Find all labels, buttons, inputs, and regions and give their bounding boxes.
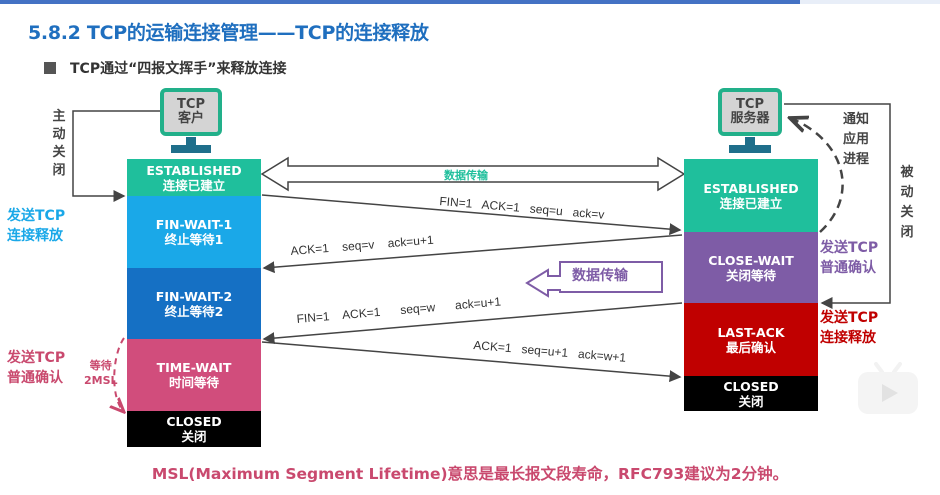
client-monitor-icon: TCP 客户	[160, 88, 222, 136]
state-cn: 关闭等待	[725, 267, 776, 283]
client-label-line2: 客户	[177, 111, 204, 126]
client-monitor-neck	[186, 137, 196, 145]
state-name: ESTABLISHED	[146, 162, 242, 178]
state-cn: 终止等待2	[164, 303, 224, 319]
subtitle-text: TCP通过“四报文挥手”来释放连接	[70, 61, 287, 77]
client-state-established: ESTABLISHED 连接已建立	[127, 159, 261, 196]
state-cn: 终止等待1	[164, 232, 224, 247]
active-close-char: 主	[52, 109, 66, 124]
message-arrow-2	[262, 234, 683, 274]
server-label-line2: 服务器	[730, 111, 770, 126]
state-cn: 时间等待	[168, 375, 219, 390]
label-line: 通知	[843, 112, 870, 127]
passive-close-char: 关	[900, 205, 914, 220]
message-arrow-3	[262, 302, 683, 345]
server-send-ack-label: 发送TCP 普通确认	[820, 238, 878, 278]
passive-close-char: 动	[900, 185, 914, 200]
server-state-established: ESTABLISHED 连接已建立	[684, 159, 818, 232]
passive-close-char: 闭	[900, 225, 914, 240]
passive-close-char: 被	[900, 165, 914, 180]
label-line: 发送TCP	[820, 310, 879, 326]
passive-close-line	[784, 103, 891, 309]
state-name: CLOSED	[166, 414, 222, 429]
footer-note: MSL(Maximum Segment Lifetime)意思是最长报文段寿命，…	[151, 465, 789, 483]
state-name: LAST-ACK	[717, 324, 785, 340]
subtitle: TCP通过“四报文挥手”来释放连接	[44, 58, 287, 78]
client-label-line1: TCP	[177, 97, 205, 112]
label-line: 发送TCP	[820, 240, 879, 256]
top-banner-right	[800, 0, 940, 4]
state-cn: 最后确认	[725, 339, 776, 355]
passive-close-label: 被 动 关 闭	[899, 163, 915, 243]
video-tv-icon[interactable]	[856, 362, 920, 416]
state-cn: 关闭	[181, 429, 207, 444]
server-label-line1: TCP	[736, 97, 764, 112]
label-line: 等待	[89, 359, 112, 372]
client-send-ack-label: 发送TCP 普通确认	[7, 348, 65, 388]
bullet-square-icon	[44, 62, 56, 74]
server-monitor-neck	[745, 137, 755, 145]
server-state-last-ack: LAST-ACK 最后确认	[684, 303, 818, 376]
message-arrow-1	[261, 194, 682, 236]
label-line: 发送TCP	[7, 208, 66, 224]
state-cn: 关闭	[738, 393, 764, 409]
label-line: 普通确认	[820, 260, 876, 276]
wait-2msl-label: 等待 2MSL	[84, 358, 118, 388]
server-send-release-label: 发送TCP 连接释放	[820, 308, 878, 348]
server-state-closed: CLOSED 关闭	[684, 376, 818, 411]
label-line: 2MSL	[84, 374, 118, 387]
state-name: CLOSED	[723, 378, 779, 394]
active-close-char: 关	[52, 145, 66, 160]
state-name: FIN-WAIT-1	[155, 217, 233, 232]
label-line: 连接释放	[820, 330, 876, 346]
message-arrow-4	[261, 341, 682, 383]
client-state-time-wait: TIME-WAIT 时间等待	[127, 339, 261, 411]
state-name: TIME-WAIT	[156, 360, 232, 375]
client-state-closed: CLOSED 关闭	[127, 411, 261, 447]
state-cn: 连接已建立	[162, 177, 226, 193]
state-cn: 连接已建立	[719, 195, 783, 211]
state-name: FIN-WAIT-2	[155, 288, 233, 304]
page-title: 5.8.2 TCP的运输连接管理——TCP的连接释放	[28, 22, 429, 44]
client-monitor-base	[171, 145, 211, 153]
wait-2msl-dashed-arrow	[114, 337, 124, 412]
client-state-fin-wait-1: FIN-WAIT-1 终止等待1	[127, 196, 261, 268]
server-data-transfer-label: 数据传输	[572, 268, 628, 284]
state-name: ESTABLISHED	[703, 180, 799, 196]
notify-app-dashed-arrow	[790, 118, 844, 233]
client-state-fin-wait-2: FIN-WAIT-2 终止等待2	[127, 268, 261, 339]
server-monitor-icon: TCP 服务器	[718, 88, 782, 136]
active-close-line	[72, 110, 160, 202]
state-name: CLOSE-WAIT	[708, 252, 794, 268]
server-data-transfer-arrow	[525, 261, 663, 298]
client-send-release-label: 发送TCP 连接释放	[7, 206, 65, 246]
label-line: 普通确认	[7, 370, 63, 386]
label-line: 进程	[843, 152, 870, 167]
server-state-close-wait: CLOSE-WAIT 关闭等待	[684, 232, 818, 303]
notify-app-label: 通知 应用 进程	[843, 110, 869, 170]
label-line: 连接释放	[7, 228, 63, 244]
top-banner-bar	[0, 0, 800, 4]
server-monitor-base	[729, 145, 771, 153]
active-close-char: 动	[52, 127, 66, 142]
active-close-char: 闭	[52, 163, 66, 178]
data-transfer-label: 数据传输	[444, 169, 488, 182]
active-close-label: 主 动 关 闭	[51, 108, 67, 180]
label-line: 应用	[843, 132, 870, 147]
label-line: 发送TCP	[7, 350, 66, 366]
